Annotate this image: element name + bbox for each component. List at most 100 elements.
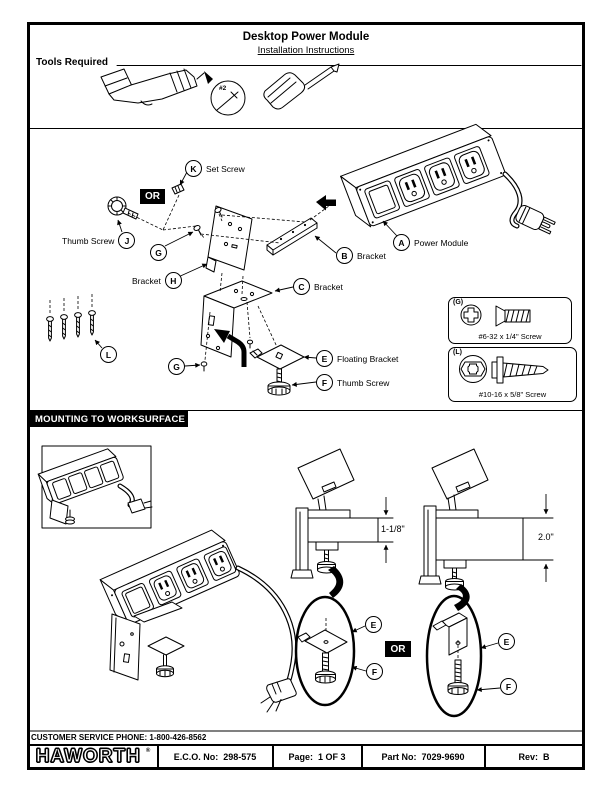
callout-j: Thumb Screw J xyxy=(62,232,136,249)
screw-l-icons xyxy=(46,294,96,342)
section-divider-lines xyxy=(28,65,584,732)
callout-letter-h: H xyxy=(164,272,182,289)
callout-letter-f-left: F xyxy=(366,663,383,680)
phillips-bit-icon xyxy=(210,80,246,116)
registered-mark-icon: ® xyxy=(145,748,151,754)
page-number-label: Page: xyxy=(288,751,313,762)
revision-value: B xyxy=(543,751,550,762)
callout-f: F Thumb Screw xyxy=(316,374,389,391)
callout-label-k: Set Screw xyxy=(206,163,245,174)
callout-letter-g-lower: G xyxy=(168,358,185,375)
mounting-section-heading: MOUNTING TO WORKSURFACE xyxy=(29,411,188,427)
part-number-value: 7029-9690 xyxy=(421,751,465,762)
callout-letter-e-left: E xyxy=(365,616,382,633)
callout-label-j: Thumb Screw xyxy=(62,235,115,246)
spec-id-l: (L) xyxy=(453,349,462,356)
outlet-icon xyxy=(424,157,460,196)
or-label-assembly: OR xyxy=(140,189,165,204)
cross-section-right xyxy=(418,448,554,611)
spec-text-g: #6-32 x 1/4" Screw xyxy=(478,332,542,341)
revision-cell: Rev: B xyxy=(486,746,583,767)
plug-icon xyxy=(515,204,556,235)
callout-e: E Floating Bracket xyxy=(316,350,398,367)
bracket-h-drawing xyxy=(205,205,253,273)
cross-section-left xyxy=(290,448,394,598)
screw-spec-box-l: (L) #10-16 x 5/8" Screw xyxy=(448,347,577,402)
power-cord-drawing xyxy=(502,171,523,229)
callout-letter-l: L xyxy=(100,346,117,363)
callout-f-detail-left: F xyxy=(366,663,383,680)
callout-letter-f: F xyxy=(316,374,333,391)
floating-bracket-e-drawing xyxy=(249,344,305,370)
callout-leader-lines xyxy=(94,171,398,387)
callout-label-a: Power Module xyxy=(414,237,469,248)
exploded-assembly-drawing xyxy=(46,123,556,396)
callout-c: C Bracket xyxy=(293,278,343,295)
outlet-icon xyxy=(394,169,430,207)
callout-a: A Power Module xyxy=(393,234,468,251)
bit-size-label: #2 xyxy=(219,85,227,92)
mounting-leader-lines xyxy=(351,625,501,693)
screw-spec-l-icon xyxy=(459,355,549,384)
or-label-mounting: OR xyxy=(385,641,411,657)
callout-letter-b: B xyxy=(336,247,353,264)
callout-label-c: Bracket xyxy=(314,281,343,292)
plug-icon xyxy=(260,678,297,713)
eco-number-cell: E.C.O. No: 298-575 xyxy=(159,746,274,767)
spec-id-g: (G) xyxy=(453,299,464,306)
thumb-screw-f-drawing xyxy=(246,339,291,396)
callout-g-upper: G xyxy=(150,244,167,261)
bracket-c-drawing xyxy=(200,280,273,358)
callout-h: Bracket H xyxy=(132,272,182,289)
page-number-value: 1 OF 3 xyxy=(318,751,346,762)
mounting-section-drawing xyxy=(37,445,554,718)
screw-spec-g-icon xyxy=(460,304,531,327)
dimension-label-left: 1-1/8" xyxy=(381,524,405,534)
callout-letter-a: A xyxy=(393,234,410,251)
callout-l: L xyxy=(100,346,117,363)
callout-label-b: Bracket xyxy=(357,250,386,261)
callout-label-h: Bracket xyxy=(132,275,161,286)
customer-service-phone: CUSTOMER SERVICE PHONE: 1-800-426-8562 xyxy=(31,733,207,742)
callout-letter-e: E xyxy=(316,350,333,367)
haworth-logo: HAWORTH xyxy=(35,746,141,767)
drill-icon xyxy=(100,68,213,106)
callout-label-f: Thumb Screw xyxy=(337,377,390,388)
tools-required-heading: Tools Required xyxy=(36,57,109,68)
title-block-table: HAWORTH ® E.C.O. No: 298-575 Page: 1 OF … xyxy=(29,744,583,767)
detail-ellipse-left xyxy=(294,595,356,707)
callout-e-detail-left: E xyxy=(365,616,382,633)
callout-letter-k: K xyxy=(185,160,202,177)
callout-letter-c: C xyxy=(293,278,310,295)
callout-letter-j: J xyxy=(118,232,136,249)
callout-e-detail-right: E xyxy=(498,633,515,650)
callout-g-lower: G xyxy=(168,358,185,375)
eco-number-value: 298-575 xyxy=(223,751,257,762)
bent-insert-arrow-icon xyxy=(214,329,247,367)
spec-text-l: #10-16 x 5/8" Screw xyxy=(478,390,547,399)
page-border xyxy=(27,22,585,770)
machine-screw-icon xyxy=(193,207,223,372)
callout-letter-e-right: E xyxy=(498,633,515,650)
callout-f-detail-right: F xyxy=(500,678,517,695)
power-module-drawing xyxy=(340,123,506,228)
alignment-dashed-lines xyxy=(127,194,334,361)
revision-label: Rev: xyxy=(518,751,538,762)
page-subtitle: Installation Instructions xyxy=(257,45,355,56)
set-screw-k-drawing xyxy=(171,183,185,195)
assembled-module-drawing xyxy=(99,529,297,713)
page-title: Desktop Power Module xyxy=(242,31,370,43)
part-number-cell: Part No: 7029-9690 xyxy=(363,746,486,767)
callout-letter-g-upper: G xyxy=(150,244,167,261)
outlet-icon xyxy=(453,146,490,184)
callout-b: B Bracket xyxy=(336,247,386,264)
insert-arrow-icon xyxy=(316,195,336,211)
page-number-cell: Page: 1 OF 3 xyxy=(274,746,363,767)
haworth-logo-cell: HAWORTH ® xyxy=(30,746,159,767)
callout-letter-f-right: F xyxy=(500,678,517,695)
callout-label-e: Floating Bracket xyxy=(337,353,399,364)
inset-thumbnail xyxy=(37,445,153,529)
dimension-label-right: 2.0" xyxy=(538,532,554,542)
